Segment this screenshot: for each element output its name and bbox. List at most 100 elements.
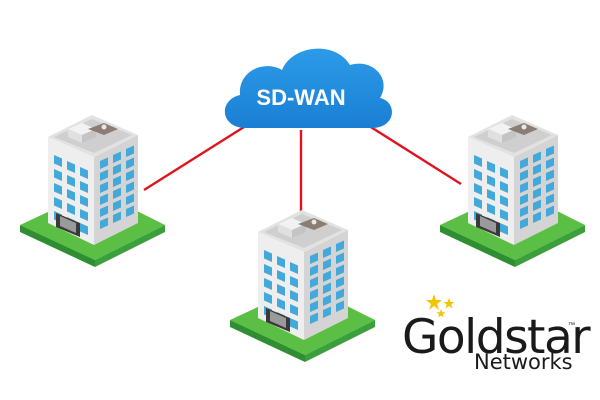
window (310, 264, 318, 276)
goldstar-logo: Goldstar ™ Networks (402, 292, 592, 392)
window (100, 217, 108, 229)
connection-lines (143, 122, 462, 218)
window (533, 211, 541, 223)
window (500, 195, 508, 207)
window (113, 151, 121, 163)
roof-box-left (488, 129, 502, 143)
cloud-label: SD-WAN (256, 85, 345, 110)
building-center-icon (230, 210, 375, 362)
window (80, 181, 88, 193)
window (113, 175, 121, 187)
window (54, 169, 62, 181)
window (533, 175, 541, 187)
window (290, 276, 298, 288)
roof-box-right (82, 129, 96, 143)
window (126, 181, 134, 193)
window (80, 223, 88, 235)
grass-side-right (95, 225, 165, 267)
window (500, 167, 508, 179)
window (323, 282, 331, 294)
window (474, 155, 482, 167)
window (54, 197, 62, 209)
window (100, 193, 108, 205)
roof-box-left (278, 224, 292, 238)
window (67, 189, 75, 201)
window (533, 187, 541, 199)
roof-box-right (502, 129, 516, 143)
window (113, 199, 121, 211)
window (546, 169, 554, 181)
window (336, 264, 344, 276)
window (80, 195, 88, 207)
window (290, 262, 298, 274)
door-glass (480, 216, 496, 233)
link-cloud-left (143, 125, 245, 192)
window (100, 169, 108, 181)
window (500, 223, 508, 235)
roof-vent-cap (311, 219, 317, 225)
window (80, 209, 88, 221)
window (264, 264, 272, 276)
roof-box-left (68, 129, 82, 143)
roof-box-right (292, 224, 306, 238)
window (264, 292, 272, 304)
building-left-icon (20, 115, 165, 267)
window (290, 290, 298, 302)
window (500, 209, 508, 221)
window (336, 240, 344, 252)
sd-wan-cloud: SD-WAN (224, 48, 392, 128)
window (67, 175, 75, 187)
window (487, 161, 495, 173)
window (264, 250, 272, 262)
window (520, 193, 528, 205)
window (520, 217, 528, 229)
window (500, 181, 508, 193)
window (546, 145, 554, 157)
window (100, 181, 108, 193)
logo-trademark: ™ (568, 322, 575, 329)
window (126, 205, 134, 217)
window (310, 252, 318, 264)
window (336, 300, 344, 312)
grass-side-left (440, 225, 515, 267)
grass-side-right (515, 225, 585, 267)
logo-brand-text: Goldstar (402, 310, 591, 365)
window (487, 189, 495, 201)
door-glass (60, 216, 76, 233)
window (54, 155, 62, 167)
window (520, 205, 528, 217)
window (80, 167, 88, 179)
window (54, 183, 62, 195)
window (546, 181, 554, 193)
window (474, 169, 482, 181)
building-right-icon (440, 115, 585, 267)
window (277, 284, 285, 296)
window (67, 161, 75, 173)
window (533, 151, 541, 163)
door-glass (270, 311, 286, 328)
window (474, 197, 482, 209)
window (126, 193, 134, 205)
window (520, 181, 528, 193)
link-cloud-right (365, 122, 462, 186)
window (533, 199, 541, 211)
window (323, 246, 331, 258)
window (126, 169, 134, 181)
window (277, 270, 285, 282)
roof-vent-cap (521, 124, 527, 130)
grass-side-left (20, 225, 95, 267)
window (310, 312, 318, 324)
grass-side-right (305, 320, 375, 362)
window (546, 193, 554, 205)
window (336, 276, 344, 288)
window (323, 306, 331, 318)
window (310, 288, 318, 300)
window (126, 157, 134, 169)
window (533, 163, 541, 175)
window (100, 157, 108, 169)
window (290, 304, 298, 316)
window (336, 288, 344, 300)
window (113, 163, 121, 175)
window (520, 157, 528, 169)
